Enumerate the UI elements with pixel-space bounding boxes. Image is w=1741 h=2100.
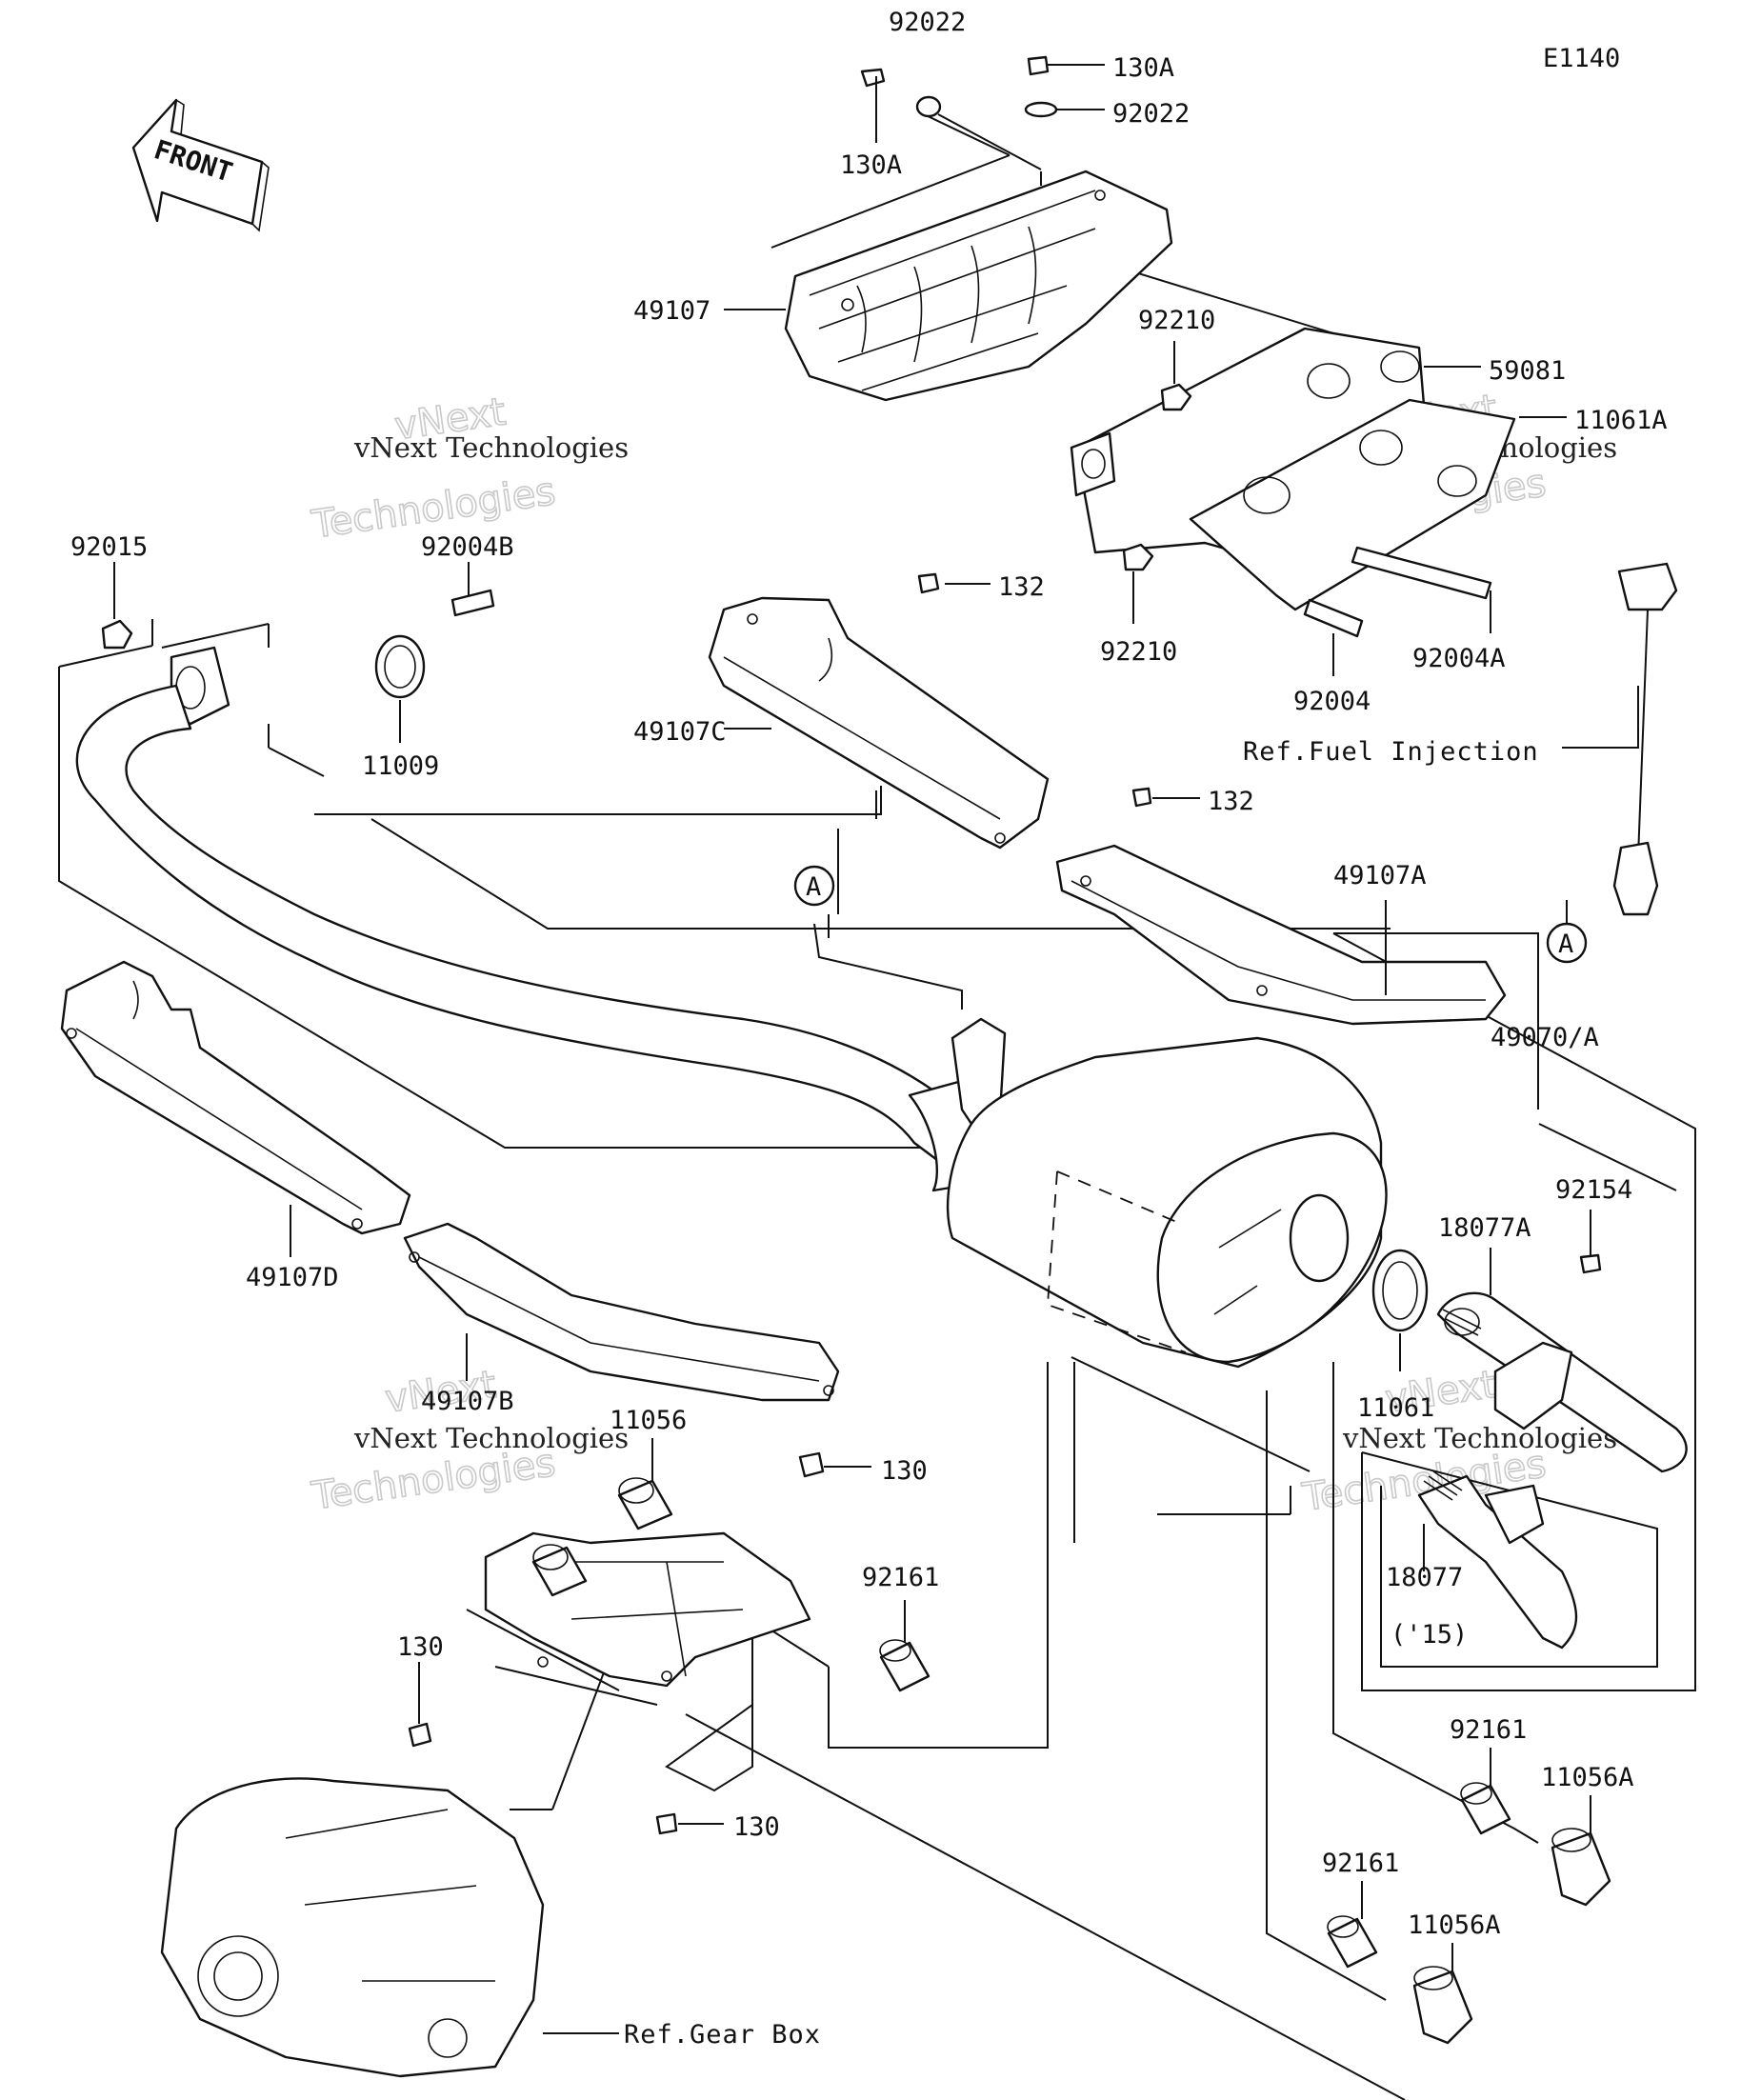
damper-11056A-low	[1412, 1966, 1473, 2045]
ref-gear-box: Ref.Gear Box	[624, 2020, 821, 2050]
leader-lines	[58, 113, 1696, 2100]
callout-92015: 92015	[70, 532, 148, 562]
gear-box	[160, 1777, 545, 2078]
oxygen-sensor	[1612, 562, 1678, 916]
callout-92161-low: 92161	[1322, 1849, 1399, 1878]
nut-92210-bottom	[1122, 543, 1154, 571]
callout-11061A: 11061A	[1574, 406, 1668, 435]
callout-92210-bottom: 92210	[1100, 637, 1177, 667]
heat-shield-49107D	[60, 960, 411, 1235]
heat-shield-49107C	[708, 596, 1050, 850]
bolt-130-left	[408, 1722, 432, 1748]
watermark-caption: vNext Technologies	[353, 1422, 629, 1454]
heat-shield-49107	[784, 170, 1173, 402]
callout-49107B: 49107B	[421, 1387, 514, 1416]
marker-a-left: A	[793, 865, 835, 907]
collar-92161-low	[1327, 1915, 1378, 1969]
callout-130A-right: 130A	[1112, 53, 1174, 83]
manifold-flange-59081	[1070, 327, 1516, 611]
callout-49107D: 49107D	[246, 1263, 339, 1292]
callout-92004A: 92004A	[1412, 644, 1506, 673]
callout-11061: 11061	[1357, 1393, 1434, 1423]
callout-11056A-right: 11056A	[1541, 1763, 1634, 1792]
muffler-bracket	[484, 1531, 811, 1688]
watermark-caption: vNext Technologies	[1342, 1422, 1617, 1454]
nut-92015	[101, 619, 133, 650]
collar-92161-right	[1460, 1782, 1511, 1835]
nut-92210-top	[1160, 383, 1192, 411]
callout-92154: 92154	[1555, 1175, 1632, 1205]
callout-18077: 18077	[1386, 1563, 1463, 1592]
bolt-130-bottom	[655, 1812, 678, 1835]
washer-92022-right	[1024, 101, 1058, 118]
spark-arrester-18077A	[1436, 1291, 1688, 1473]
stud-92004B	[450, 589, 495, 617]
callout-132-top: 132	[998, 572, 1045, 602]
diagram-code: E1140	[1543, 44, 1620, 73]
callout-130-top: 130	[881, 1456, 928, 1486]
damper-11056	[531, 1477, 673, 1597]
front-arrow-icon: FRONT	[131, 98, 270, 232]
callout-49107C: 49107C	[633, 717, 727, 747]
marker-a-right-label: A	[1558, 930, 1573, 959]
callout-49107A: 49107A	[1333, 861, 1427, 890]
stud-92004	[1303, 598, 1364, 638]
collar-92161-center	[879, 1639, 931, 1692]
callout-11009: 11009	[362, 751, 439, 781]
bolt-130A-right	[1027, 55, 1050, 76]
callout-92022-right: 92022	[1112, 99, 1190, 129]
callout-labels: 92022 130A 92022 130A 49107 92210 59081 …	[70, 8, 1668, 1940]
callout-11056: 11056	[610, 1406, 687, 1435]
heat-shield-49107B	[403, 1222, 840, 1402]
marker-a-right: A	[1546, 922, 1588, 964]
spark-arrester-18077	[1417, 1470, 1578, 1650]
callout-49107: 49107	[633, 296, 710, 326]
callout-18077A: 18077A	[1438, 1213, 1531, 1243]
callout-92004B: 92004B	[421, 532, 514, 562]
heat-shield-49107A	[1055, 844, 1507, 1026]
callout-130-left: 130	[397, 1632, 444, 1662]
callout-11056A-low: 11056A	[1408, 1910, 1501, 1940]
marker-a-left-label: A	[806, 872, 821, 902]
damper-11056A-right	[1551, 1828, 1611, 1907]
washer-92022-top	[915, 95, 942, 118]
ref-fuel-injection: Ref.Fuel Injection	[1243, 737, 1539, 767]
bolt-130A-left	[860, 68, 886, 88]
bolt-132-top	[917, 572, 940, 594]
callout-92161-right: 92161	[1450, 1715, 1527, 1745]
muffler-49070	[946, 1036, 1388, 1369]
callout-leaders	[113, 64, 1639, 2034]
callout-92210-top: 92210	[1138, 306, 1215, 335]
callout-132-mid: 132	[1208, 787, 1254, 816]
watermark-caption: vNext Technologies	[353, 431, 629, 464]
callout-130-bottom: 130	[733, 1812, 780, 1842]
bolt-92154	[1579, 1253, 1602, 1274]
gasket-11061	[1371, 1249, 1429, 1332]
exhaust-pipe	[75, 646, 1007, 1192]
watermark-1: vNext Technologies	[308, 390, 558, 549]
bolt-132-mid	[1131, 787, 1152, 808]
stud-92004A	[1351, 546, 1492, 600]
callout-92004: 92004	[1293, 687, 1371, 716]
bolt-130-top	[798, 1451, 825, 1478]
gasket-11009	[374, 634, 426, 699]
callout-49070A: 49070/A	[1491, 1023, 1599, 1052]
callout-15: ('15)	[1391, 1620, 1468, 1650]
callout-92022-top: 92022	[889, 8, 966, 37]
callout-59081: 59081	[1489, 356, 1566, 386]
callout-92161-center: 92161	[862, 1563, 939, 1592]
callout-130A-left: 130A	[840, 150, 902, 180]
